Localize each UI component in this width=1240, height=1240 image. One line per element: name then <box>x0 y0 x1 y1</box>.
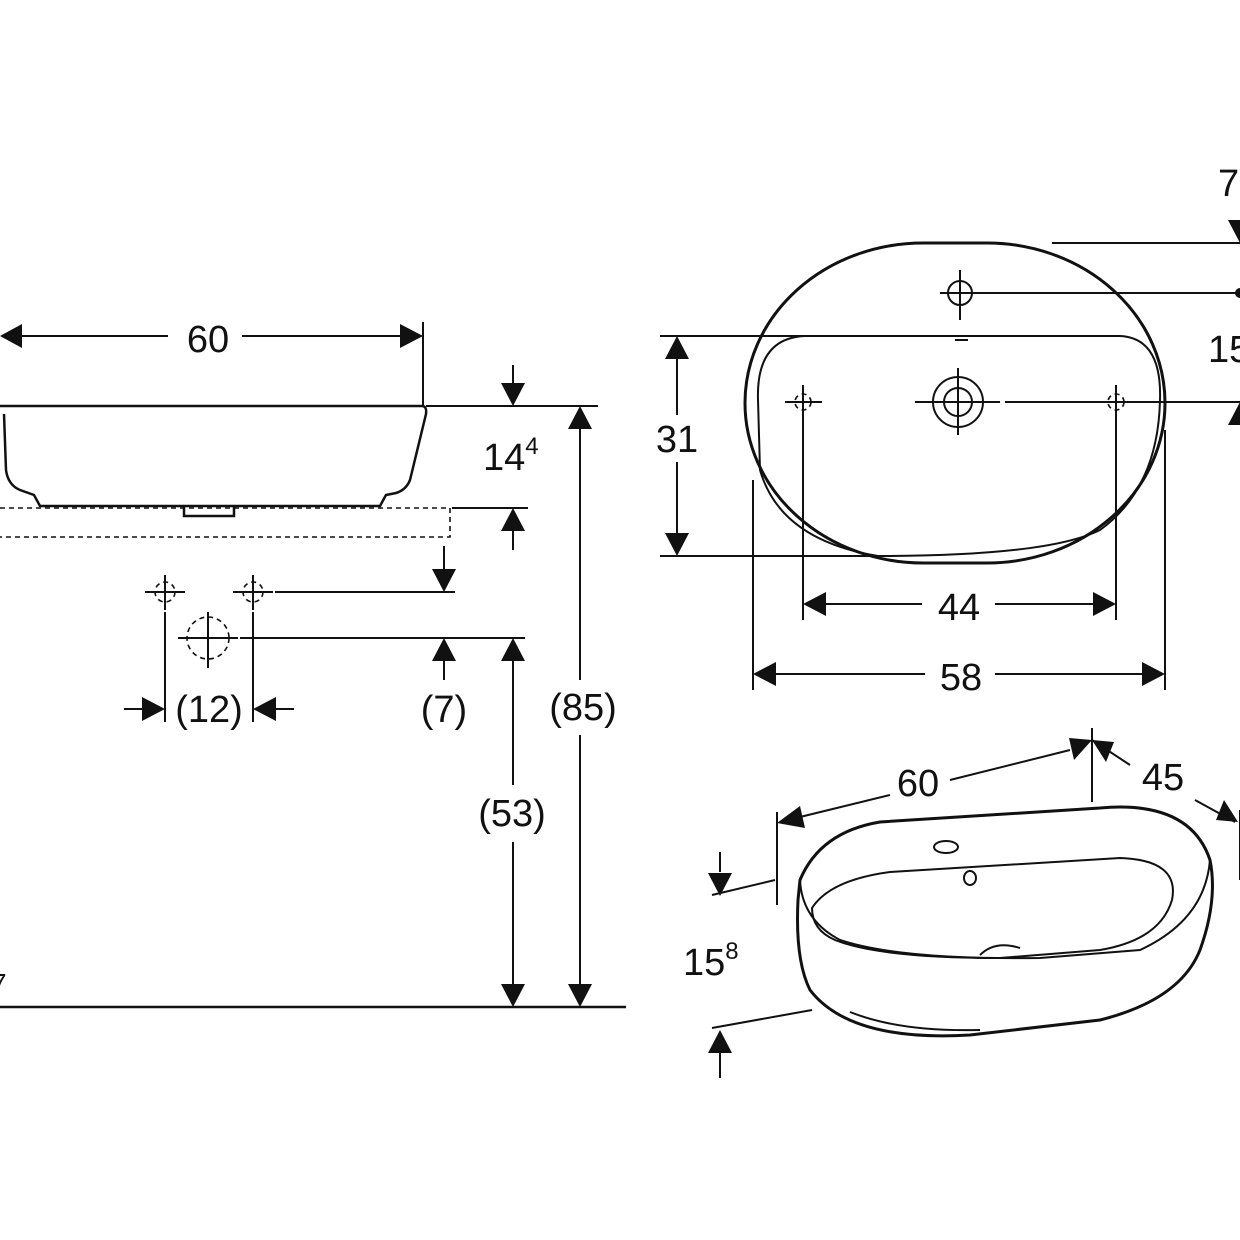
iso-height-ext-top <box>711 879 776 896</box>
top-edge-arrow <box>1228 220 1240 243</box>
iso-height-arrow-bottom <box>708 1030 732 1053</box>
iso-basin-body <box>796 805 1214 1038</box>
side-drain-outlet <box>182 506 236 518</box>
tap-spacing-label: (12) <box>175 689 243 731</box>
fixing-ext-lines <box>802 420 1117 620</box>
total-height-arrow-bottom <box>568 984 592 1007</box>
drain-height-arrow-top <box>501 638 525 661</box>
width-arrow-right <box>400 324 423 348</box>
tap-hole-left <box>145 575 185 610</box>
fixing-arrow-left <box>803 592 826 616</box>
top-view: 7 15 31 44 58 <box>656 163 1240 699</box>
top-partial-top-label: 7 <box>1218 163 1239 205</box>
tap-spacing-arrow-right <box>253 697 276 721</box>
drain-offset-label: (7) <box>421 689 467 731</box>
iso-overflow <box>963 870 977 886</box>
tap-spacing-ext <box>164 612 254 722</box>
iso-height-label: 158 <box>683 938 739 984</box>
side-view: 60 144 (7) <box>0 319 626 1009</box>
iso-height-arrow-top <box>708 873 732 896</box>
basin-height-arrow-bottom <box>501 508 525 531</box>
total-height-label: (85) <box>549 687 617 729</box>
side-basin-outline <box>0 404 428 508</box>
iso-length-line <box>799 749 1071 818</box>
iso-bowl <box>810 856 1174 960</box>
overall-arrow-left <box>753 662 776 686</box>
fixing-hole-left <box>785 385 822 420</box>
iso-length-label: 60 <box>897 763 939 805</box>
tap-level-arrow <box>432 569 456 592</box>
iso-length-arrow-left <box>777 806 805 828</box>
iso-tap-hole <box>933 840 959 854</box>
iso-depth-arrow-right <box>1216 800 1238 822</box>
iso-depth-arrow-left <box>1092 740 1114 762</box>
top-depth-label: 31 <box>656 419 698 461</box>
iso-view: 60 45 158 <box>683 728 1240 1078</box>
top-fixing-spacing-label: 44 <box>938 587 980 629</box>
basin-height-arrow-top <box>501 383 525 406</box>
drain-offset-arrow <box>432 638 456 661</box>
side-width-label: 60 <box>187 319 229 361</box>
top-partial-right-label: 15 <box>1208 329 1240 371</box>
drain-ext-arrow <box>1228 402 1240 425</box>
overall-arrow-right <box>1142 662 1165 686</box>
drain-hole <box>178 612 238 668</box>
iso-basin-bottom <box>849 1011 981 1032</box>
tap-hole-right <box>233 575 273 610</box>
mounting-surface <box>0 507 451 538</box>
iso-depth-label: 45 <box>1142 757 1184 799</box>
depth-arrow-top <box>665 336 689 359</box>
iso-length-arrow-right <box>1069 738 1092 760</box>
drain-height-label: (53) <box>478 793 546 835</box>
iso-basin-rim <box>798 806 1212 960</box>
total-height-arrow-top <box>568 406 592 429</box>
basin-height-label: 144 <box>483 433 539 479</box>
side-partial-edge-label: 7 <box>0 968 6 998</box>
overall-ext-lines <box>752 430 1166 690</box>
drain-height-arrow-bottom <box>501 984 525 1007</box>
iso-height-ext-bottom <box>711 1009 813 1029</box>
width-arrow-left <box>0 324 22 348</box>
top-overall-width-label: 58 <box>940 657 982 699</box>
depth-arrow-bottom <box>665 533 689 556</box>
tap-spacing-arrow-left <box>142 697 165 721</box>
fixing-arrow-right <box>1093 592 1116 616</box>
drain-top <box>915 368 1000 435</box>
iso-drain <box>979 944 1021 956</box>
tap-ext-dot <box>1235 288 1240 298</box>
tap-hole-top <box>940 270 980 320</box>
